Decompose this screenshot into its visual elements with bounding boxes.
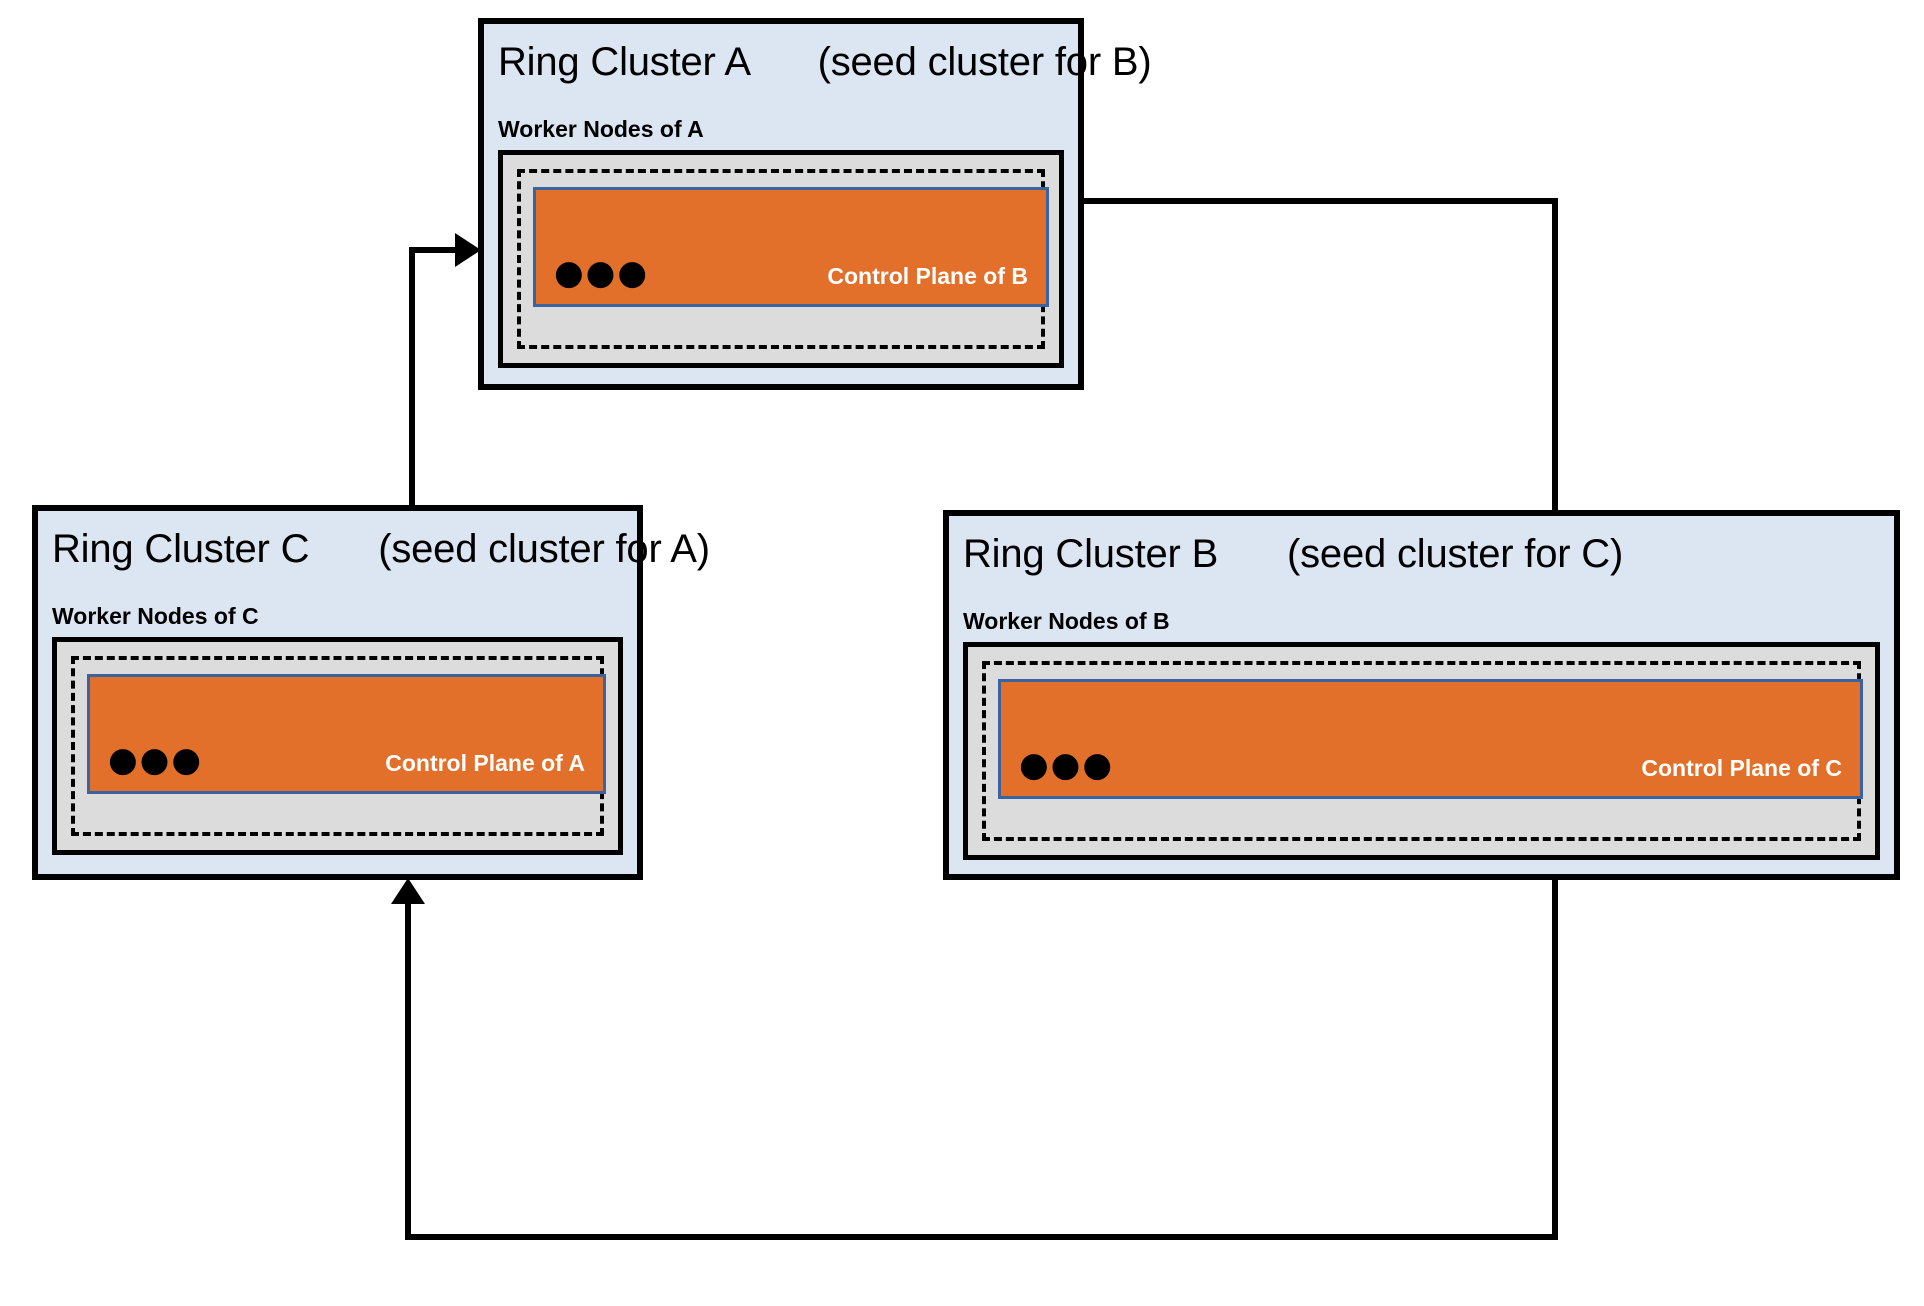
arrow-b-to-c-vertical-right bbox=[1552, 880, 1558, 1240]
cluster-a-seed-note: (seed cluster for B) bbox=[817, 40, 1152, 84]
cluster-c-name: Ring Cluster C bbox=[52, 527, 310, 571]
arrow-c-to-a-horizontal bbox=[409, 247, 469, 253]
cluster-a[interactable]: Ring Cluster A (seed cluster for B) Work… bbox=[478, 18, 1152, 390]
arrow-a-to-b-vertical bbox=[1552, 198, 1558, 588]
cluster-b-worker-label: Worker Nodes of B bbox=[963, 608, 1170, 634]
cluster-b[interactable]: Ring Cluster B (seed cluster for C) Work… bbox=[943, 510, 1900, 880]
cluster-c-worker-box: ●●● Control Plane of A bbox=[52, 637, 623, 855]
cluster-a-ellipsis-icon: ●●● bbox=[554, 253, 650, 293]
arrow-a-to-b-horizontal bbox=[1084, 198, 1558, 204]
cluster-a-worker-label: Worker Nodes of A bbox=[498, 116, 704, 142]
cluster-a-title: Ring Cluster A (seed cluster for B) bbox=[498, 40, 1152, 85]
arrow-b-to-c-head-icon bbox=[391, 878, 425, 904]
cluster-c-dashed-boundary: ●●● Control Plane of A bbox=[71, 656, 606, 836]
arrow-b-to-c-vertical-left bbox=[405, 898, 411, 1238]
cluster-a-control-plane[interactable]: ●●● Control Plane of B bbox=[533, 187, 1049, 307]
cluster-c-control-plane-label: Control Plane of A bbox=[385, 750, 585, 776]
cluster-c[interactable]: Ring Cluster C (seed cluster for A) Work… bbox=[32, 505, 710, 880]
arrow-c-to-a-vertical bbox=[409, 250, 415, 622]
cluster-c-worker-label: Worker Nodes of C bbox=[52, 603, 259, 629]
cluster-b-dashed-boundary: ●●● Control Plane of C bbox=[982, 661, 1863, 841]
cluster-b-title: Ring Cluster B (seed cluster for C) bbox=[963, 532, 1623, 577]
cluster-c-control-plane[interactable]: ●●● Control Plane of A bbox=[87, 674, 606, 794]
cluster-b-control-plane-label: Control Plane of C bbox=[1641, 755, 1842, 781]
cluster-b-name: Ring Cluster B bbox=[963, 532, 1219, 576]
cluster-a-control-plane-label: Control Plane of B bbox=[827, 263, 1028, 289]
cluster-c-ellipsis-icon: ●●● bbox=[108, 740, 204, 780]
cluster-b-control-plane[interactable]: ●●● Control Plane of C bbox=[998, 679, 1863, 799]
cluster-c-title: Ring Cluster C (seed cluster for A) bbox=[52, 527, 710, 572]
cluster-a-name: Ring Cluster A bbox=[498, 40, 749, 84]
arrow-c-to-a-head-icon bbox=[455, 233, 481, 267]
cluster-b-worker-box: ●●● Control Plane of C bbox=[963, 642, 1880, 860]
cluster-b-ellipsis-icon: ●●● bbox=[1019, 745, 1115, 785]
cluster-a-worker-box: ●●● Control Plane of B bbox=[498, 150, 1064, 368]
cluster-c-seed-note: (seed cluster for A) bbox=[378, 527, 710, 571]
arrow-b-to-c-horizontal-bottom bbox=[405, 1234, 1558, 1240]
cluster-a-dashed-boundary: ●●● Control Plane of B bbox=[517, 169, 1049, 349]
cluster-b-seed-note: (seed cluster for C) bbox=[1287, 532, 1624, 576]
